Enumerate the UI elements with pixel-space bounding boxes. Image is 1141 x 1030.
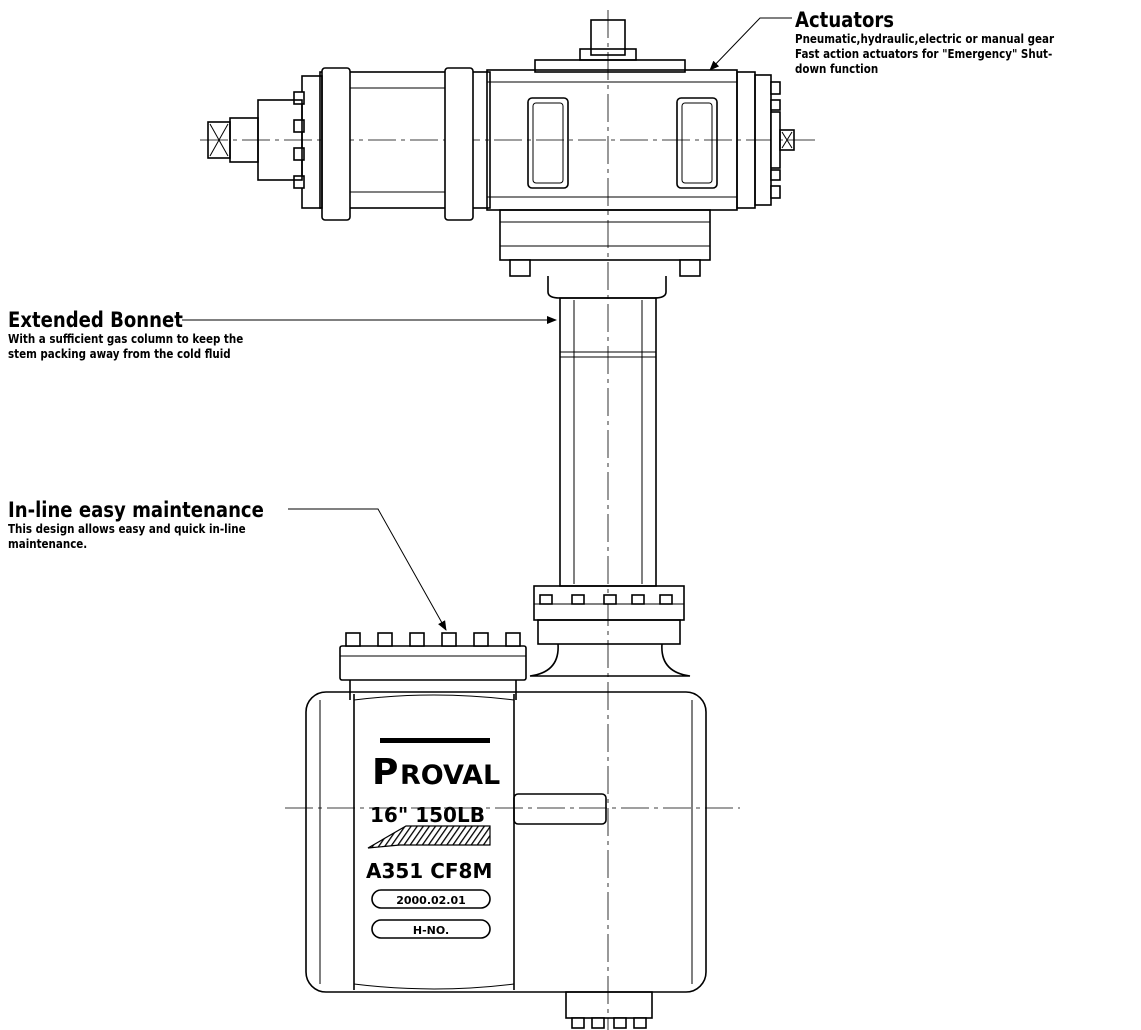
inline-maintenance-desc-line-2: maintenance. (8, 537, 88, 551)
extended-bonnet-title: Extended Bonnet (8, 308, 183, 332)
actuators-desc-line-1: Pneumatic,hydraulic,electric or manual g… (795, 32, 1055, 46)
valve-body: P ROVAL 16" 150LB A351 CF8M 2000.02.01 H… (305, 632, 707, 1029)
flow-arrow-icon (367, 825, 491, 849)
center-lines (200, 10, 815, 1030)
extended-bonnet (529, 276, 691, 677)
date-plate: 2000.02.01 (396, 894, 466, 907)
extended-bonnet-desc-line-1: With a sufficient gas column to keep the (8, 332, 244, 346)
size-rating-label: 16" 150LB (370, 803, 485, 827)
brand-initial: P (372, 752, 398, 793)
actuators-title: Actuators (795, 8, 895, 32)
inline-maintenance-title: In-line easy maintenance (8, 498, 264, 522)
extended-bonnet-desc-line-2: stem packing away from the cold fluid (8, 347, 231, 361)
actuators-desc-line-3: down function (795, 62, 879, 76)
material-label: A351 CF8M (366, 859, 492, 883)
brand-name: ROVAL (400, 760, 500, 791)
actuator-assembly (207, 19, 795, 277)
extended-bonnet-callout: Extended Bonnet With a sufficient gas co… (8, 308, 282, 362)
actuators-callout: Actuators Pneumatic,hydraulic,electric o… (795, 8, 1096, 77)
inline-maintenance-desc-line-1: This design allows easy and quick in-lin… (8, 522, 246, 536)
actuators-desc-line-2: Fast action actuators for "Emergency" Sh… (795, 47, 1053, 61)
leader-lines (182, 17, 792, 631)
inline-maintenance-callout: In-line easy maintenance This design all… (8, 498, 306, 552)
heat-number-plate: H-NO. (413, 924, 449, 937)
